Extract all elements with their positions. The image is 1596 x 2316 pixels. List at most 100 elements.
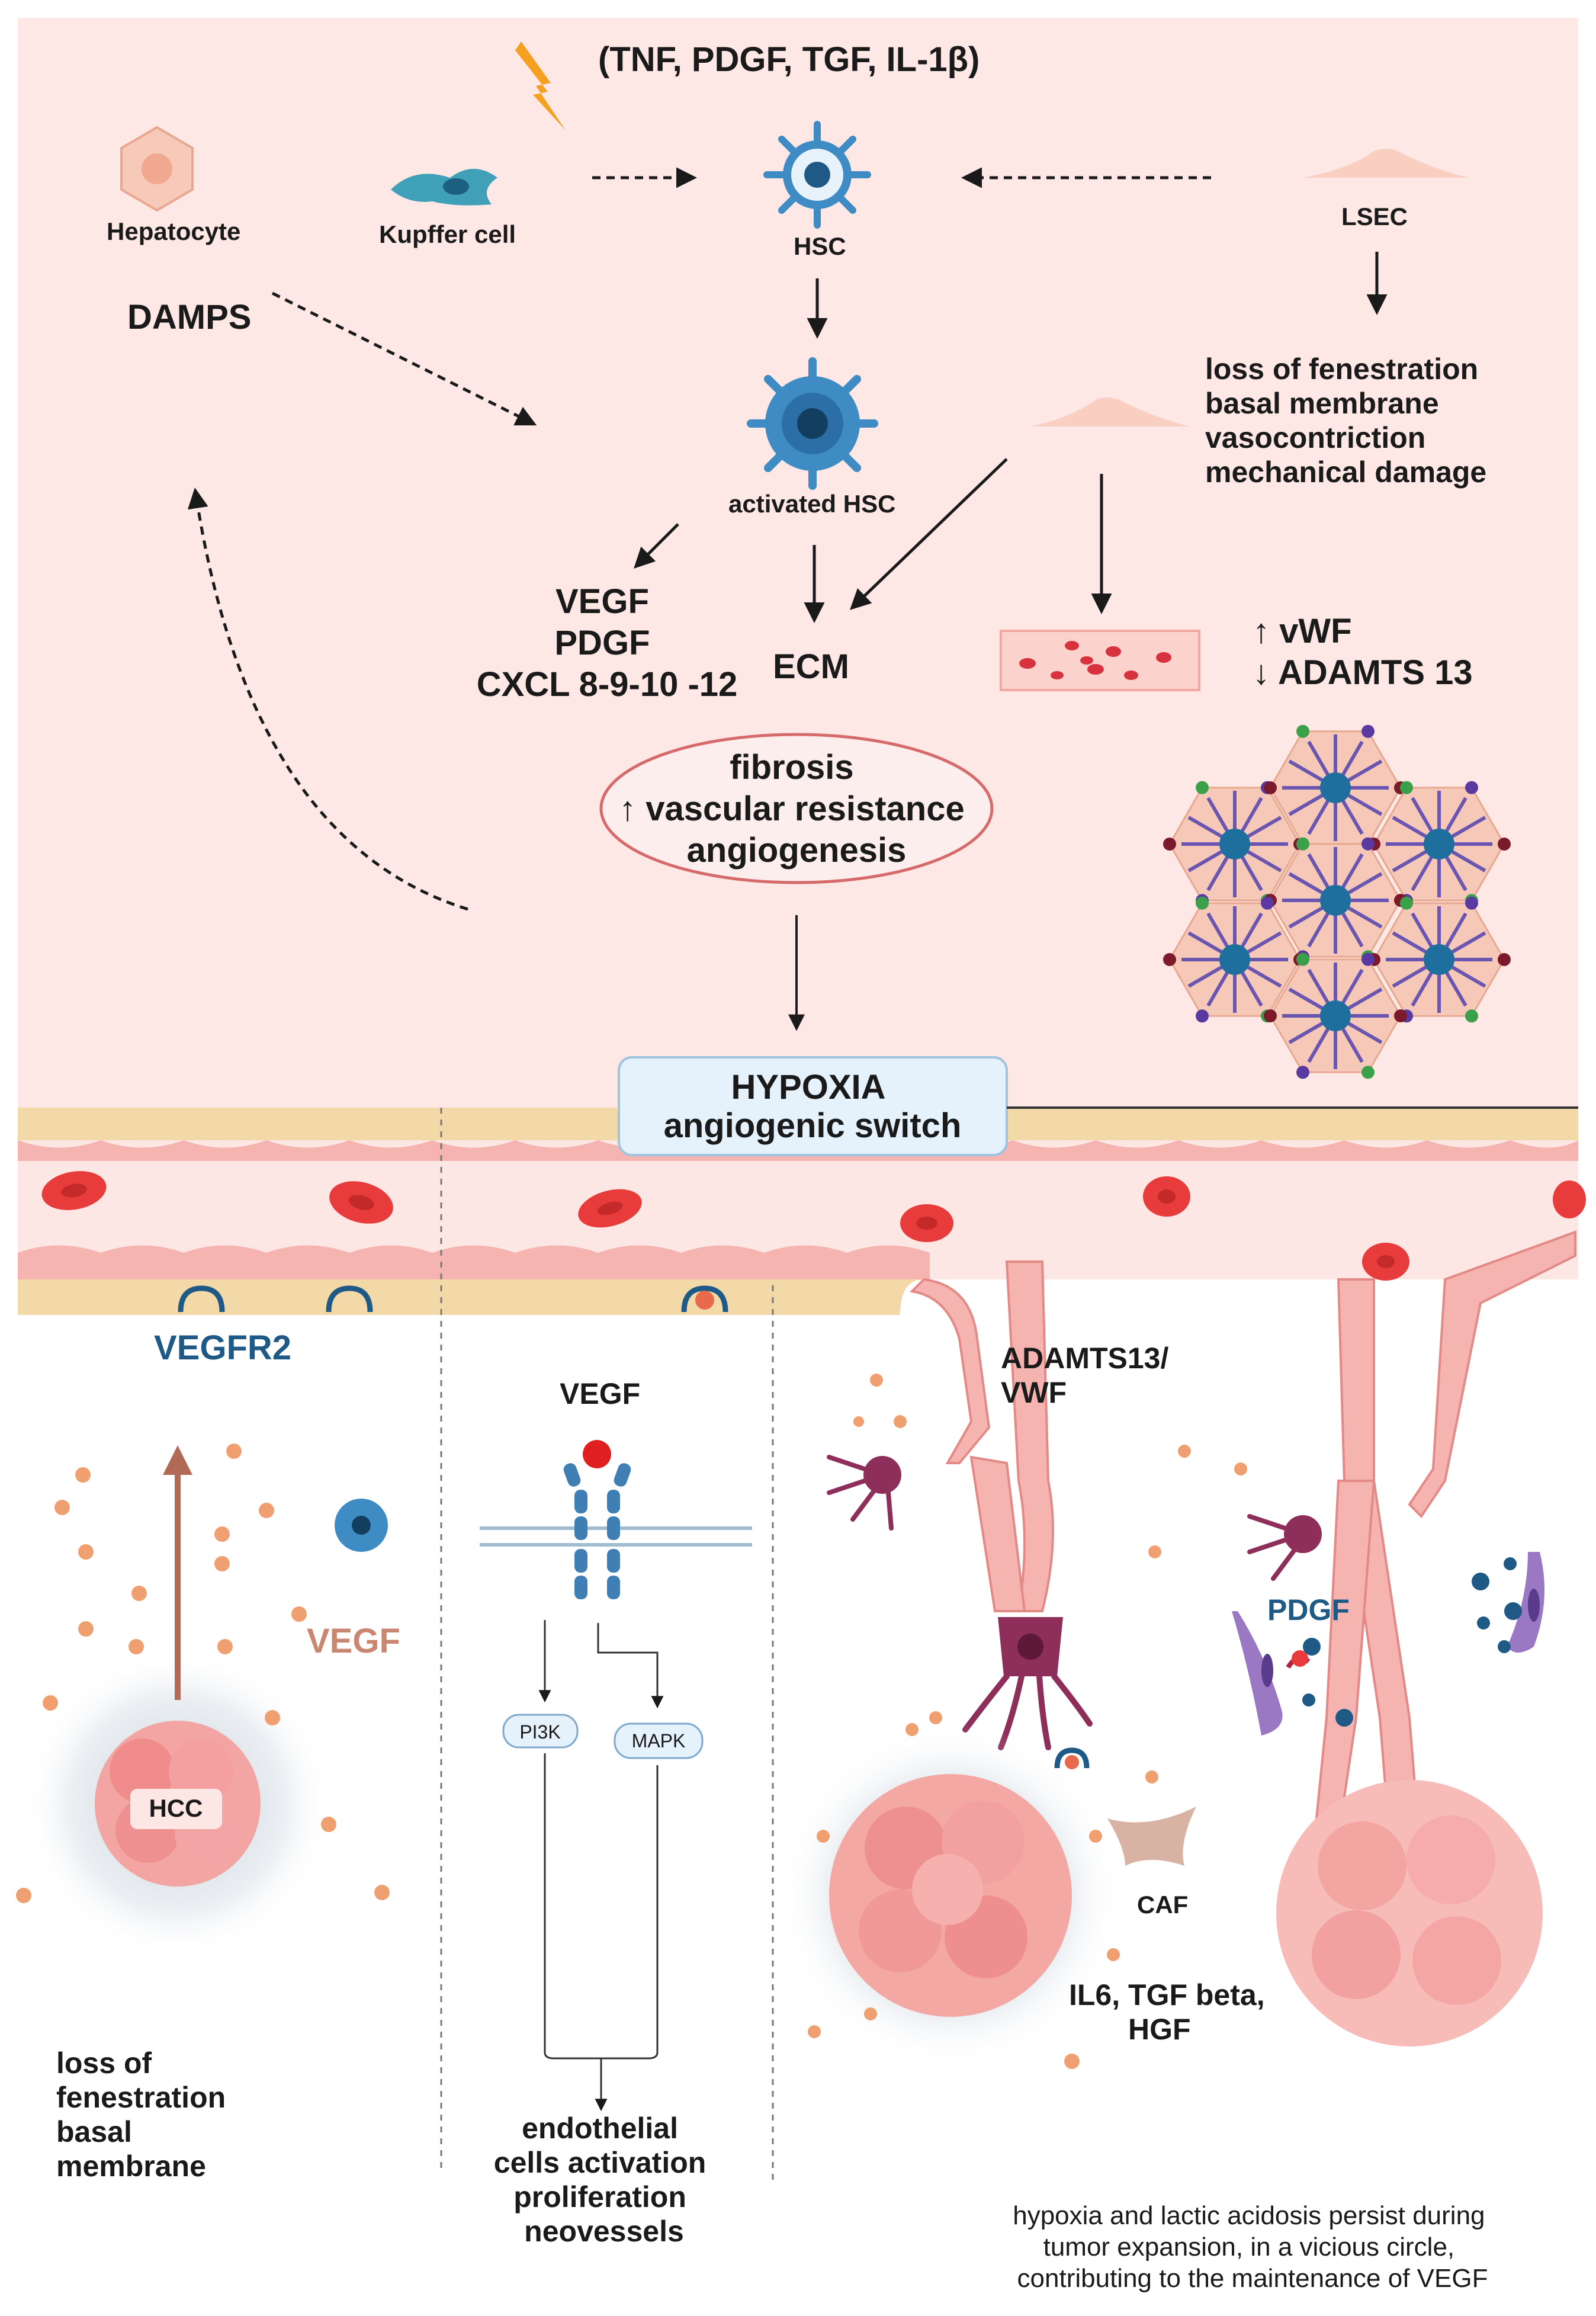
portal-triad-dot (1400, 781, 1413, 794)
vegf-dots-left (16, 1444, 390, 1903)
portal-triad-dot (1261, 896, 1274, 910)
activated-hsc-label: activated HSC (728, 490, 895, 518)
portal-triad-dot (1465, 781, 1478, 794)
arrow-mapk (597, 1623, 664, 1709)
vegf-bound-right-icon (1065, 1755, 1079, 1769)
factor-1: VEGF (555, 582, 649, 621)
mid-caption-1: endothelial (522, 2112, 678, 2145)
portal-triad-dot (1394, 1009, 1407, 1022)
kupffer-cell-label: Kupffer cell (379, 220, 516, 248)
mapk-label: MAPK (632, 1730, 686, 1752)
adamts-vwf-label: ADAMTS13/ VWF (1001, 1342, 1177, 1409)
lsec-effect-1: loss of fenestration (1205, 352, 1478, 386)
kupffer-cell-icon (391, 169, 497, 206)
left-caption: loss of fenestration basal membrane (56, 2046, 234, 2183)
bracket-converge (544, 1753, 659, 2060)
central-vein (1424, 944, 1454, 975)
portal-triad-dot (1498, 838, 1511, 851)
outcome-3: angiogenesis (687, 831, 907, 870)
lightning-icon (515, 41, 566, 130)
tumor-1-icon (829, 1774, 1072, 2017)
outcome-text: fibrosis ↑ vascular resistance angiogene… (619, 748, 974, 870)
lsec-effect-4: mechanical damage (1205, 455, 1486, 489)
hepatocyte-icon (120, 126, 194, 212)
factor-3: CXCL 8-9-10 -12 (477, 665, 738, 704)
signals-label: (TNF, PDGF, TGF, IL-1β) (598, 40, 980, 79)
arrow-damps-activated (271, 291, 537, 426)
mid-caption-4: neovessels (524, 2215, 684, 2248)
portal-triad-dot (1296, 837, 1309, 851)
lsec-label: LSEC (1341, 203, 1408, 230)
central-vein (1320, 885, 1351, 916)
portal-triad-dot (1163, 953, 1176, 966)
lsec-icon (1303, 149, 1469, 178)
portal-triad-dot (1465, 1009, 1478, 1023)
lsec-effect-3: vasocontriction (1205, 421, 1425, 454)
vegfr2-receptors (178, 1285, 728, 1313)
fibroblast-icons (1232, 1552, 1544, 1736)
vegfr2-label: VEGFR2 (154, 1329, 291, 1367)
receptor-right-icon (1054, 1747, 1090, 1769)
hepatocyte-label: Hepatocyte (107, 217, 240, 245)
caf-icon (1107, 1807, 1196, 1866)
hypoxia-text: HYPOXIA angiogenic switch (664, 1068, 962, 1145)
mapk-box (614, 1722, 704, 1759)
hcc-tumor-icon (95, 1721, 261, 1887)
portal-triad-dot (1361, 952, 1375, 966)
left-caption-3: basal (56, 2115, 132, 2148)
coagulation-labels: ↑ vWF ↓ ADAMTS 13 (1253, 612, 1473, 692)
right-caption-1: hypoxia and lactic acidosis persist duri… (1013, 2201, 1485, 2230)
hypoxia-title: HYPOXIA (731, 1068, 885, 1106)
portal-triad-dot (1264, 1009, 1277, 1022)
central-vein (1320, 772, 1351, 803)
adamts-down-label: ↓ ADAMTS 13 (1253, 653, 1473, 692)
portal-triad-dot (1465, 896, 1478, 910)
cytokines-line-2: HGF (1128, 2013, 1191, 2046)
vessel-wall-bottom (18, 1279, 888, 1315)
hypoxia-box (618, 1056, 1008, 1156)
pi3k-label: PI3K (519, 1721, 560, 1743)
mid-caption: endothelial cells activation proliferati… (494, 2112, 714, 2248)
clot-vessel-icon (1000, 630, 1200, 691)
right-caption-2: tumor expansion, in a vicious circle, (1043, 2232, 1455, 2262)
activated-hsc-icon (747, 357, 878, 490)
portal-triad-dot (1361, 1066, 1375, 1079)
sprouting-vessels (909, 1230, 1576, 1867)
hcc-label: HCC (149, 1794, 203, 1822)
pdgf-dots (1302, 1557, 1522, 1727)
cytokines-line-1: IL6, TGF beta, (1069, 1978, 1265, 2012)
portal-triad-dot (1196, 896, 1209, 910)
portal-triad-dot (1498, 953, 1511, 966)
hcc-label-box (130, 1789, 222, 1829)
pi3k-box (502, 1714, 579, 1749)
vegf-receptor-icon (563, 1440, 631, 1599)
outcome-oval (599, 733, 994, 884)
arrow-activated-vegf (634, 523, 679, 569)
factors-list: VEGF PDGF CXCL 8-9-10 -12 (477, 582, 738, 704)
outcome-1: fibrosis (730, 748, 854, 787)
outcome-2: ↑ vascular resistance (619, 790, 965, 828)
vegf-bound-icon (695, 1291, 714, 1310)
hsc-icon (763, 121, 871, 229)
portal-triad-dot (1196, 781, 1209, 794)
portal-triad-dot (1296, 724, 1309, 738)
damaged-lsec-icon (1030, 397, 1190, 426)
factor-2: PDGF (554, 624, 650, 662)
left-caption-2: fenestration (56, 2081, 226, 2114)
vegf-mid-label: VEGF (560, 1377, 640, 1410)
portal-triad-dot (1296, 1066, 1309, 1079)
portal-triad-dot (1400, 896, 1413, 910)
vwf-label: VWF (1001, 1376, 1067, 1409)
cytokines-label: IL6, TGF beta, HGF (1069, 1978, 1273, 2046)
portal-triad-dot (1196, 1009, 1209, 1023)
damps-label: DAMPS (127, 298, 251, 336)
portal-triad-dot (1163, 838, 1176, 851)
vegf-left-label: VEGF (307, 1622, 400, 1660)
right-caption-3: contributing to the maintenance of VEGF (1017, 2264, 1488, 2293)
caf-label: CAF (1137, 1891, 1188, 1919)
central-vein (1320, 1000, 1351, 1031)
endothelium-bottom (18, 1245, 930, 1279)
vessel-wall-bottom-right (888, 1279, 924, 1315)
central-vein (1219, 944, 1250, 975)
right-caption: hypoxia and lactic acidosis persist duri… (1013, 2201, 1492, 2293)
